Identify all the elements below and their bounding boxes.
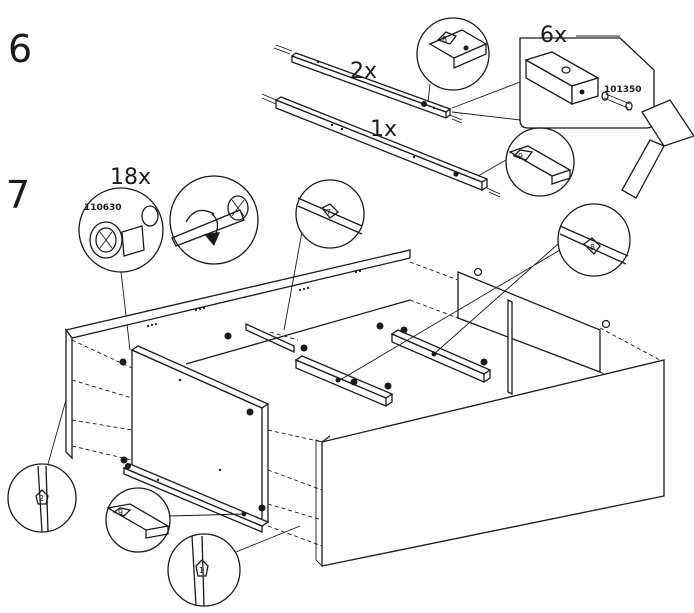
side-panel-callout: 1 [167,525,301,607]
rails-marker: 8 [590,243,595,252]
inner-rail-left [294,355,394,407]
cam-lock-turn-callout [169,175,259,265]
detail-callout-lower-rail: 9 [477,127,575,197]
lower-rail-quantity: 1x [370,117,397,142]
lower-rail-marker: 9 [518,152,523,161]
front-rail-marker: 9 [118,508,123,517]
step-6-number: 6 [8,27,32,71]
lower-rail [261,93,501,198]
back-panel-marker: 2 [39,494,44,503]
front-panel [267,359,665,568]
left-side-panel [71,339,270,527]
back-panel-callout: 2 [7,399,77,533]
middle-divider [185,299,411,365]
detail-callout-upper-rail: 8 [416,17,490,103]
dowel-quantity: 6x [540,23,567,48]
cam-lock-nuts [119,267,611,512]
divider-marker: 7 [326,208,331,217]
rails-callout: 8 [339,203,631,381]
upper-rail [273,44,463,124]
cam-lock-callout [78,187,164,351]
step-7-number: 7 [6,173,30,217]
right-rear-panel [409,261,661,401]
upper-rail-quantity: 2x [350,59,377,84]
dowel-detail-panel [451,35,655,129]
side-panel-marker: 1 [199,566,204,575]
hammer-icon [621,99,694,199]
inner-rail-right [390,329,492,383]
front-rail [122,463,270,533]
divider-callout: 7 [283,179,365,331]
upper-rail-marker: 8 [442,35,447,44]
front-rail-callout: 9 [105,487,245,553]
cam-lock-part-code: 110630 [84,203,122,213]
back-panel [64,249,411,460]
cam-lock-quantity: 18x [110,165,151,190]
dowel-part-code: 101350 [604,85,642,95]
